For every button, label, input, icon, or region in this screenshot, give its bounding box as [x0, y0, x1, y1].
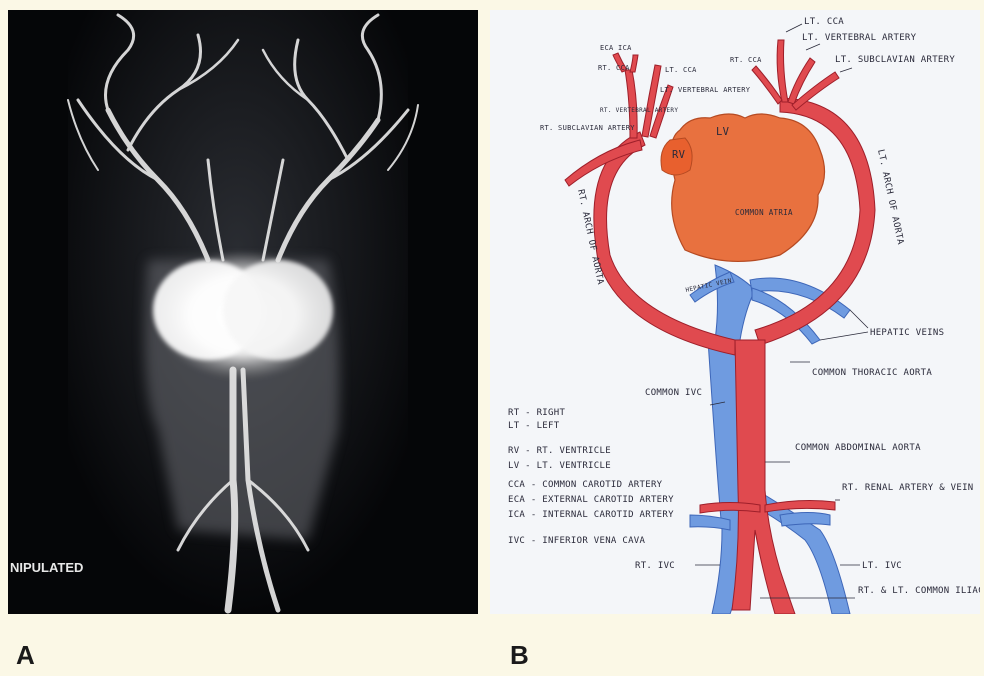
label-lt-cca-mid: LT. CCA: [665, 66, 697, 74]
label-common-ivc: COMMON IVC: [645, 388, 702, 398]
rt-ica: [630, 55, 638, 72]
label-lt-arch-of-aorta: LT. ARCH OF AORTA: [875, 149, 905, 246]
legend-line: ECA - EXTERNAL CAROTID ARTERY: [508, 495, 674, 505]
label-common-thoracic-aorta: COMMON THORACIC AORTA: [812, 368, 932, 378]
label-eca-ica: ECA ICA: [600, 44, 632, 52]
lt-renal-vein: [780, 513, 830, 527]
label-rt-ivc: RT. IVC: [635, 561, 675, 571]
hand-drawn-diagram: LT. CCA LT. VERTEBRAL ARTERY RT. CCA LT.…: [490, 10, 980, 614]
label-rt-cca: RT. CCA: [598, 64, 630, 72]
angiogram-image: NIPULATED: [8, 10, 478, 614]
angiogram-graphic: NIPULATED: [8, 10, 478, 614]
abbreviation-legend: RT - RIGHT LT - LEFT RV - RT. VENTRICLE …: [508, 408, 674, 546]
label-common-abdominal-aorta: COMMON ABDOMINAL AORTA: [795, 443, 921, 453]
legend-line: RV - RT. VENTRICLE: [508, 446, 611, 456]
legend-line: CCA - COMMON CAROTID ARTERY: [508, 480, 663, 490]
label-rt-subclavian-artery: RT. SUBCLAVIAN ARTERY: [540, 124, 635, 132]
label-rt-renal-artery-vein: RT. RENAL ARTERY & VEIN: [842, 483, 974, 493]
vascular-diagram: LT. CCA LT. VERTEBRAL ARTERY RT. CCA LT.…: [490, 10, 980, 614]
label-lt-subclavian-artery: LT. SUBCLAVIAN ARTERY: [835, 55, 955, 65]
legend-line: ICA - INTERNAL CAROTID ARTERY: [508, 510, 674, 520]
label-lt-cca-top: LT. CCA: [804, 17, 844, 27]
label-rt-lt-common-iliac: RT. & LT. COMMON ILIAC: [858, 586, 980, 596]
label-lt-vertebral-mid: LT. VERTEBRAL ARTERY: [660, 86, 751, 94]
legend-line: IVC - INFERIOR VENA CAVA: [508, 536, 646, 546]
panel-label-b: B: [510, 640, 529, 671]
label-rv: RV: [672, 149, 686, 161]
label-hepatic-veins: HEPATIC VEINS: [870, 328, 944, 338]
heart: [671, 114, 825, 261]
angiogram-watermark: NIPULATED: [10, 560, 83, 575]
label-rt-cca-top: RT. CCA: [730, 56, 762, 64]
legend-line: LV - LT. VENTRICLE: [508, 461, 611, 471]
label-lv: LV: [716, 126, 730, 138]
label-lt-ivc: LT. IVC: [862, 561, 902, 571]
label-rt-vertebral-artery: RT. VERTEBRAL ARTERY: [600, 107, 678, 114]
legend-line: RT - RIGHT: [508, 408, 565, 418]
label-lt-vertebral-artery: LT. VERTEBRAL ARTERY: [802, 33, 917, 43]
common-aorta: [732, 340, 795, 614]
legend-line: LT - LEFT: [508, 421, 560, 431]
panel-label-a: A: [16, 640, 35, 671]
lt-cca-top: [777, 40, 788, 102]
label-common-atria: COMMON ATRIA: [735, 208, 793, 217]
